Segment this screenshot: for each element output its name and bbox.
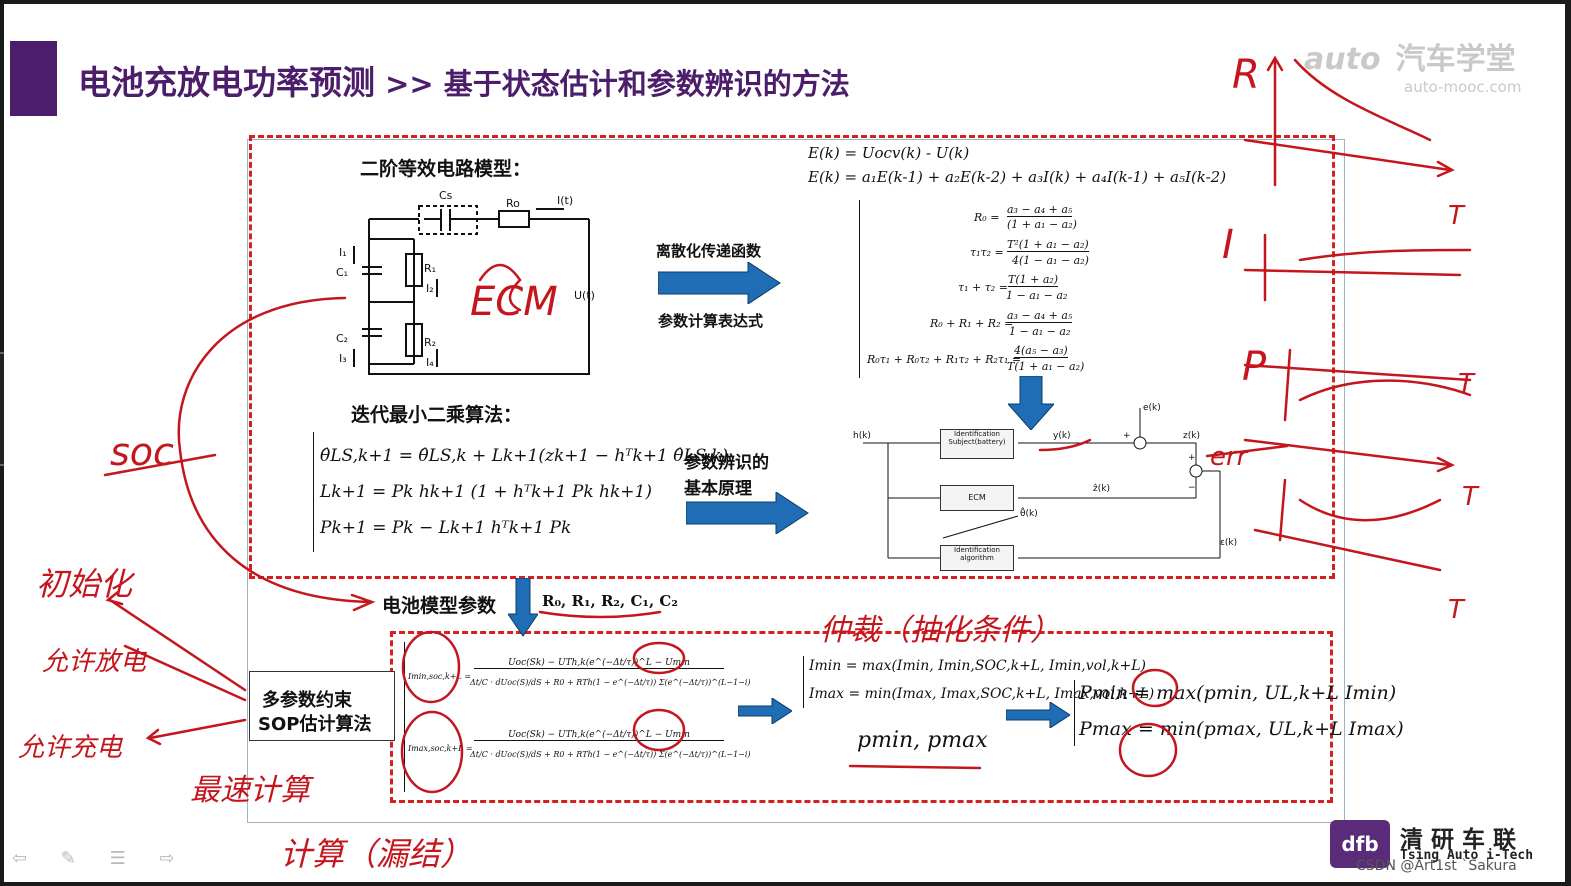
bottom-dashed-box (390, 631, 1333, 803)
p3-lhs: τ₁ + τ₂ = (958, 281, 1008, 294)
sop-arrow-1 (738, 698, 792, 724)
p2-lhs: τ₁τ₂ = (970, 246, 1004, 259)
model-params-label: 电池模型参数 (382, 595, 497, 617)
sop-brace (404, 642, 408, 792)
p4-num: a₃ − a₄ + a₅ (1007, 309, 1073, 323)
params-down-arrow (508, 578, 538, 637)
eq-imax: Imax = min(Imax, Imax,SOC,k+L, Imax,vol,… (809, 686, 1155, 702)
eq-pmax: Pmax = min(pmax, UL,k+L Imax) (1079, 718, 1404, 740)
auto-mooc-logo: auto 汽车学堂 auto-mooc.com (1304, 42, 1522, 96)
p1-den: (1 + a₁ − a₂) (1007, 218, 1077, 231)
p1-num: a₃ − a₄ + a₅ (1007, 203, 1073, 217)
sop-frac-num-2: Uoc(Sk) − UTh,k(e^(−Δt/τ))^L − Umin (474, 730, 724, 741)
label-i4: I₄ (426, 356, 434, 369)
label-r0: Ro (506, 197, 520, 210)
p5-lhs: R₀τ₁ + R₀τ₂ + R₁τ₂ + R₂τ₁ = (867, 353, 1022, 366)
principle-label-1: 参数辨识的 (684, 453, 769, 473)
sop-box (249, 671, 395, 741)
sop-imin: Imin,soc,k+L = (408, 672, 472, 681)
p1-lhs: R₀ = (974, 211, 1000, 224)
slide-nav-controls[interactable]: ⇦ ✎ ☰ ⇨ (12, 848, 189, 869)
bd-ident-box: Identification algorithm (940, 545, 1014, 571)
label-c1: C₁ (336, 266, 348, 279)
circuit-heading: 二阶等效电路模型： (360, 158, 532, 180)
bd-zhat: ẑ(k) (1093, 484, 1110, 494)
eq-e1: E(k) = Uocv(k) - U(k) (808, 144, 970, 162)
rls-heading: 迭代最小二乘算法： (351, 404, 523, 426)
bd-yk: y(k) (1053, 431, 1071, 441)
title-accent-bar (10, 41, 57, 116)
brand-cn: 清研车联 (1400, 827, 1524, 853)
bd-noise: e(k) (1143, 403, 1161, 413)
principle-arrow (686, 492, 809, 534)
logo-mark: auto (1304, 42, 1381, 77)
discrete-arrow (658, 262, 781, 304)
param-expr-label: 参数计算表达式 (658, 312, 764, 330)
bd-plus1: + (1123, 431, 1131, 441)
minmax-brace (803, 656, 807, 708)
bd-ecm-box: ECM (940, 485, 1014, 511)
sop-arrow-2 (1006, 702, 1070, 728)
circuit-diagram: Cs Ro I(t) I₁ C₁ R₁ I₂ C₂ R₂ I₃ I₄ U(t) (336, 189, 595, 375)
label-r2: R₂ (424, 336, 436, 349)
principle-label-2: 基本原理 (684, 479, 752, 499)
bd-err: ε(k) (1220, 538, 1237, 548)
rls-brace (313, 432, 318, 552)
bd-minus: − (1188, 483, 1196, 493)
sop-label-2: SOP估计算法 (258, 714, 372, 735)
watermark: CSDN @Art1st `Sakura (1356, 858, 1517, 874)
label-cs: Cs (439, 189, 453, 202)
pmax-brace (1074, 680, 1078, 746)
bd-input: h(k) (853, 431, 871, 441)
block-diagram: h(k) y(k) e(k) + z(k) + − ẑ(k) θ̂(k) ε(k… (853, 403, 1237, 559)
bd-zk: z(k) (1183, 431, 1200, 441)
label-i3: I₃ (339, 352, 347, 365)
rls-eq3: Pk+1 = Pk − Lk+1 hᵀk+1 Pk (320, 518, 572, 538)
label-ut: U(t) (574, 289, 595, 302)
bd-plus2: + (1188, 453, 1196, 463)
sop-frac-num-1: Uoc(Sk) − UTh,k(e^(−Δt/τ))^L − Umin (474, 658, 724, 669)
sop-frac-den-1: Δt/C · dUoc(S)/dS + R0 + RTh(1 − e^(−Δt/… (470, 678, 751, 687)
bd-theta: θ̂(k) (1020, 506, 1038, 519)
eq-pp: pmin, pmax (857, 728, 988, 753)
label-i1: I₁ (339, 246, 347, 259)
rls-eq1: θ̂LS,k+1 = θ̂LS,k + Lk+1(zk+1 − hᵀk+1 θ̂… (320, 446, 729, 466)
slide: 电池充放电功率预测 >> 基于状态估计和参数辨识的方法 auto 汽车学堂 au… (4, 4, 1565, 882)
down-arrow (1008, 376, 1054, 430)
page-title: 电池充放电功率预测 >> 基于状态估计和参数辨识的方法 (78, 63, 850, 102)
sop-frac-den-2: Δt/C · dUoc(S)/dS + R0 + RTh(1 − e^(−Δt/… (470, 750, 751, 759)
model-params-list: R₀, R₁, R₂, C₁, C₂ (542, 592, 678, 610)
brand-en: Tsing Auto i-Tech (1400, 848, 1534, 863)
p3-num: T(1 + a₂) (1008, 273, 1059, 287)
label-i2: I₂ (426, 282, 434, 295)
p2-den: 4(1 − a₁ − a₂) (1012, 254, 1089, 267)
brand-icon: dfb (1330, 820, 1390, 868)
p3-den: 1 − a₁ − a₂ (1006, 289, 1068, 302)
param-brace (859, 200, 863, 378)
p5-den: T(1 + a₁ − a₂) (1007, 360, 1085, 373)
p5-num: 4(a₅ − a₃) (1014, 344, 1068, 358)
p4-den: 1 − a₁ − a₂ (1009, 325, 1071, 338)
eq-imin: Imin = max(Imin, Imin,SOC,k+L, Imin,vol,… (809, 658, 1146, 674)
bd-subject-box: Identification Subject(battery) (940, 429, 1014, 459)
p2-num: T²(1 + a₁ − a₂) (1007, 238, 1089, 252)
discrete-label: 离散化传递函数 (656, 242, 762, 260)
rls-eq2: Lk+1 = Pk hk+1 (1 + hᵀk+1 Pk hk+1) (320, 482, 652, 502)
p4-lhs: R₀ + R₁ + R₂ = (930, 317, 1014, 330)
sop-imax: Imax,soc,k+L = (408, 744, 473, 753)
eq-pmin: Pmin = max(pmin, UL,k+L Imin) (1079, 682, 1397, 704)
eq-e2: E(k) = a₁E(k-1) + a₂E(k-2) + a₃I(k) + a₄… (808, 168, 1227, 186)
label-r1: R₁ (424, 262, 436, 275)
sop-label-1: 多参数约束 (262, 690, 352, 711)
label-it: I(t) (557, 194, 573, 207)
label-c2: C₂ (336, 332, 348, 345)
